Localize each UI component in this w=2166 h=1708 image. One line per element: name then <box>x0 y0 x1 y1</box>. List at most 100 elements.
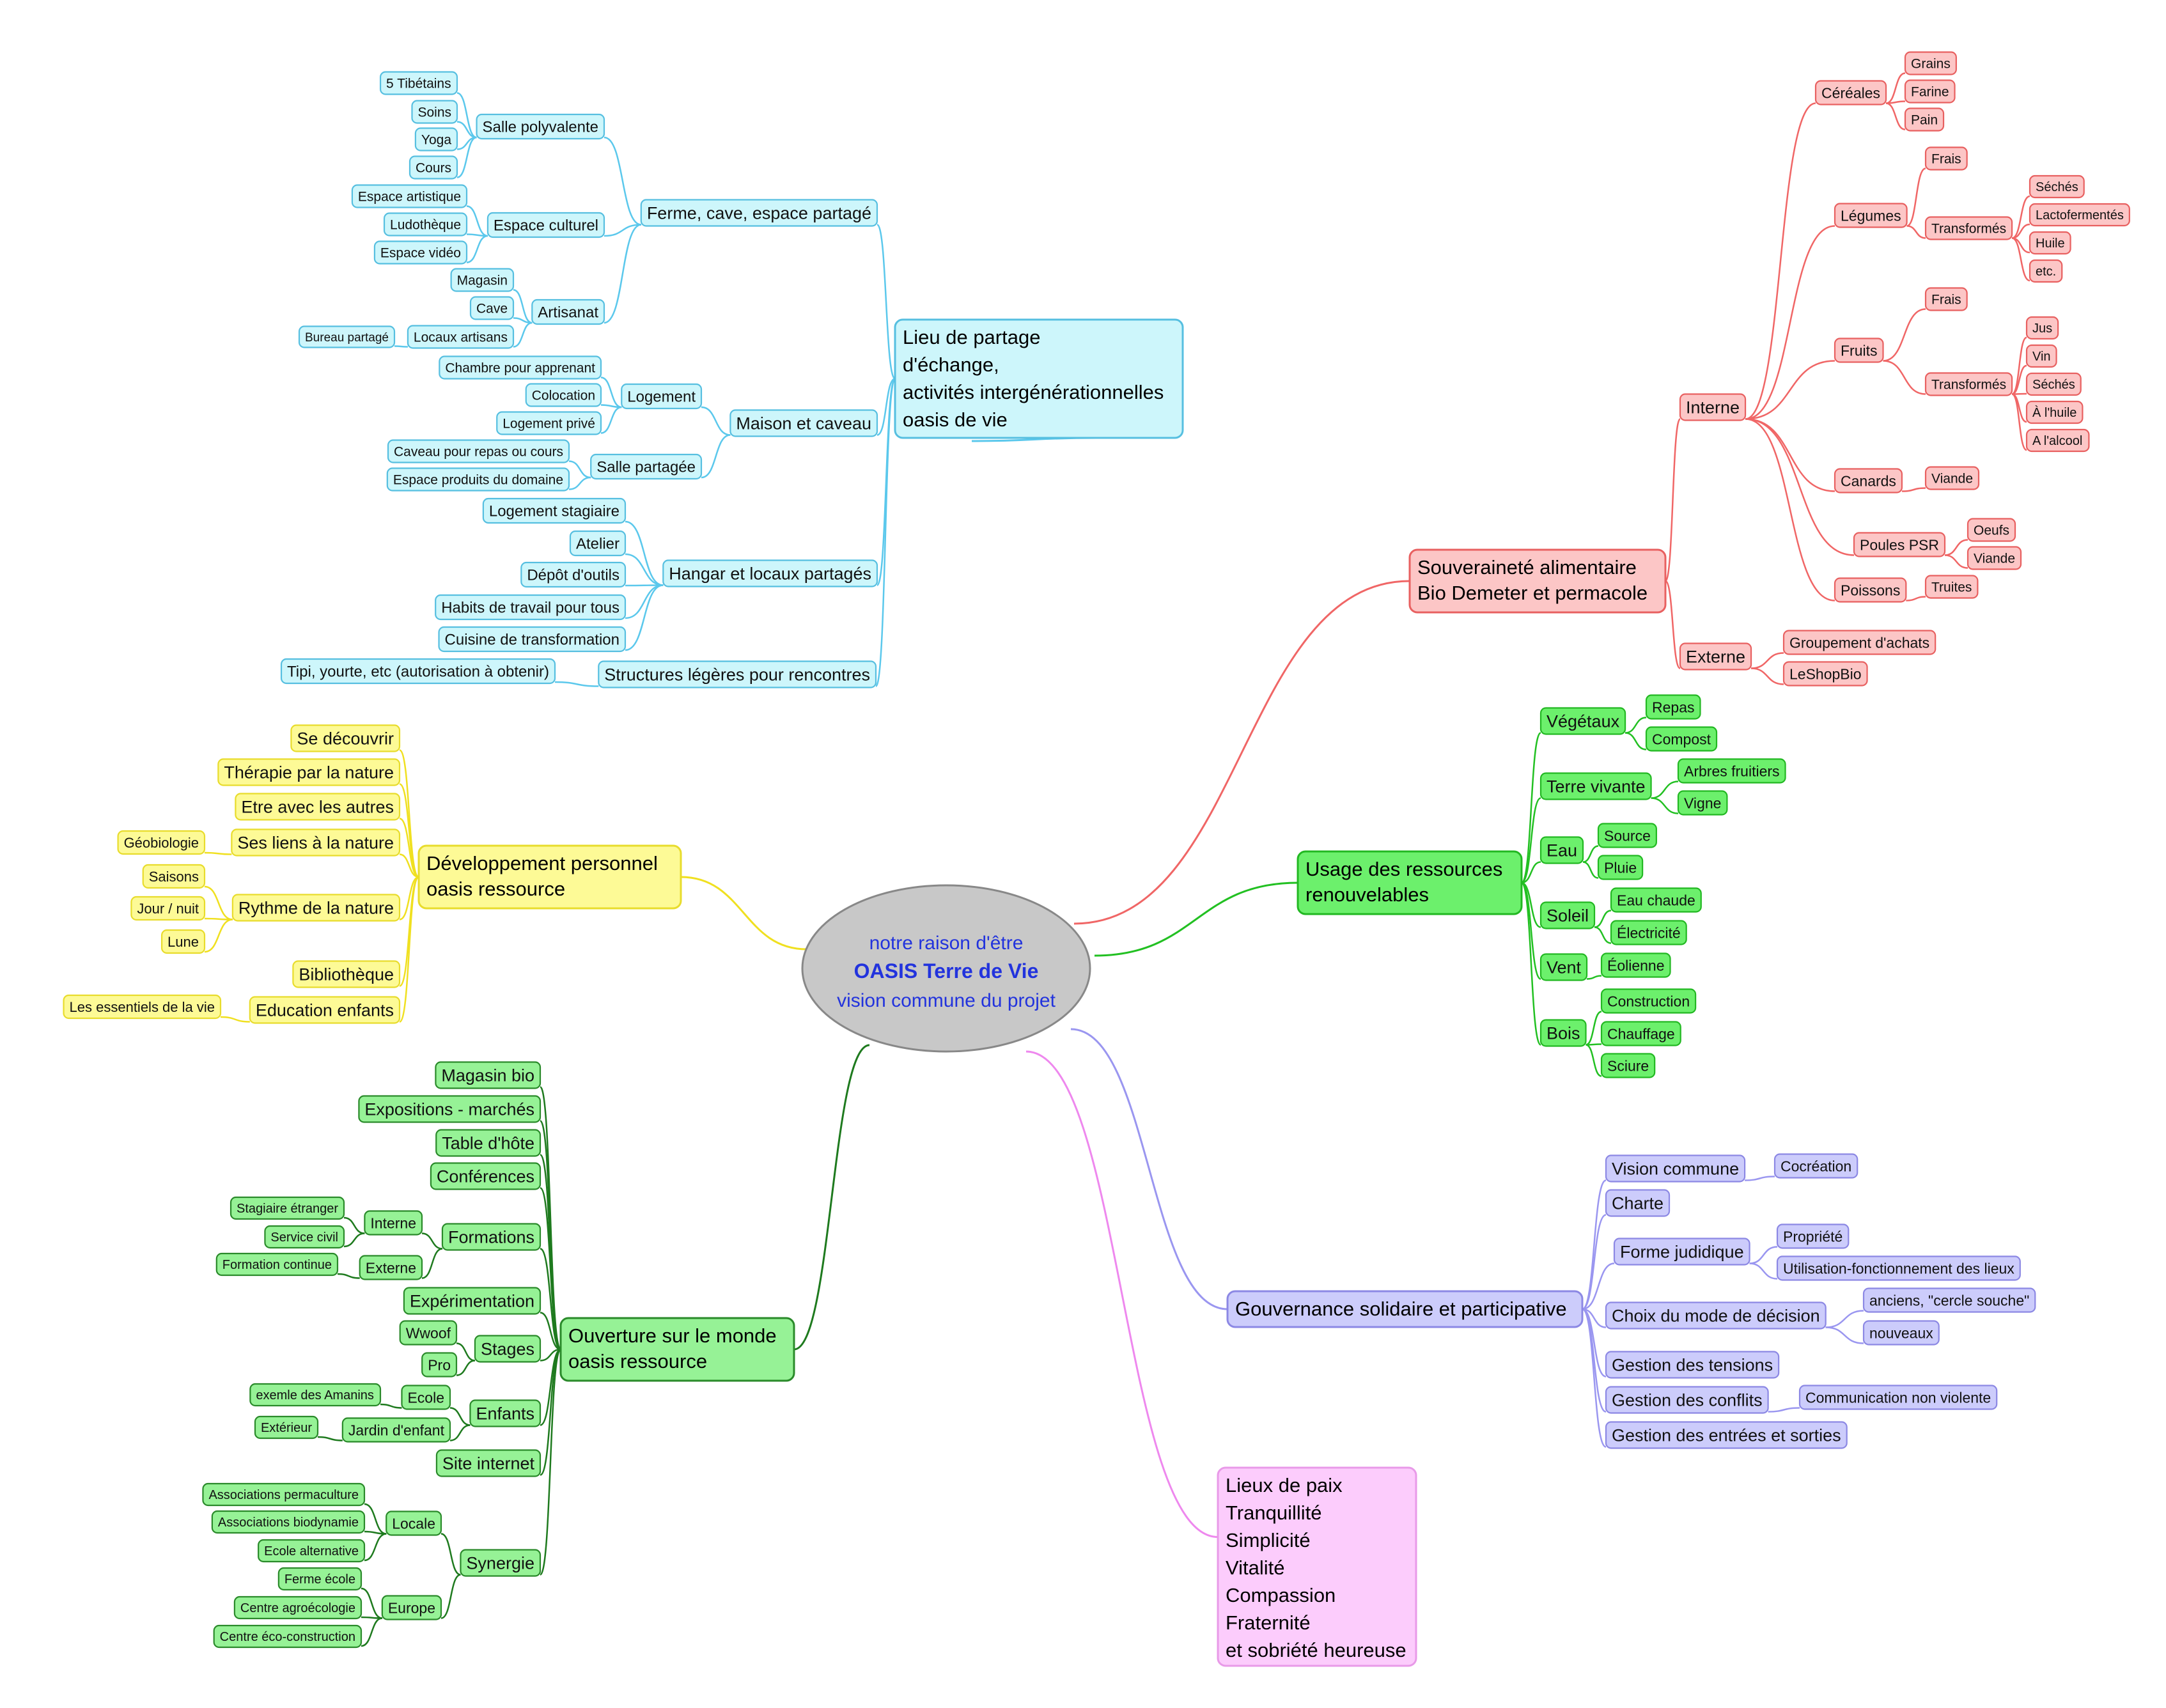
node-soleil[interactable]: Soleil <box>1539 901 1596 929</box>
node-rythme-de-la-nature[interactable]: Rythme de la nature <box>231 894 401 922</box>
node-compost[interactable]: Compost <box>1645 726 1718 752</box>
node-cave[interactable]: Cave <box>469 296 515 320</box>
node-vigne[interactable]: Vigne <box>1677 790 1728 816</box>
node-forme-judidique[interactable]: Forme judidique <box>1613 1238 1750 1266</box>
node-gestion-des-entrees-et-sorties[interactable]: Gestion des entrées et sorties <box>1605 1421 1848 1449</box>
node-pluie[interactable]: Pluie <box>1597 855 1644 880</box>
node-interne[interactable]: Interne <box>364 1210 423 1236</box>
node-saisons[interactable]: Saisons <box>142 864 206 889</box>
node-experimentation[interactable]: Expérimentation <box>403 1287 542 1315</box>
node-stagiaire-etranger[interactable]: Stagiaire étranger <box>230 1196 345 1220</box>
node-geobiologie[interactable]: Géobiologie <box>117 830 206 855</box>
node-pro[interactable]: Pro <box>421 1352 458 1378</box>
node-tipi-yourte-etc-autorisation-a-obtenir[interactable]: Tipi, yourte, etc (autorisation à obteni… <box>280 658 556 685</box>
node-nouveaux[interactable]: nouveaux <box>1862 1320 1940 1346</box>
node-se-decouvrir[interactable]: Se découvrir <box>290 724 401 752</box>
node-frais[interactable]: Frais <box>1924 146 1968 171</box>
node-groupement-d-achats[interactable]: Groupement d'achats <box>1782 630 1936 655</box>
node-huile[interactable]: Huile <box>2029 231 2071 255</box>
node-espace-produits-du-domaine[interactable]: Espace produits du domaine <box>386 467 570 492</box>
node-etre-avec-les-autres[interactable]: Etre avec les autres <box>235 793 401 821</box>
node-bois[interactable]: Bois <box>1539 1019 1587 1047</box>
node-propriete[interactable]: Propriété <box>1776 1223 1850 1249</box>
node-utilisation-fonctionnement-des-lieux[interactable]: Utilisation-fonctionnement des lieux <box>1776 1255 2021 1281</box>
node-5-tibetains[interactable]: 5 Tibétains <box>379 71 458 95</box>
node-chauffage[interactable]: Chauffage <box>1600 1021 1681 1046</box>
node-ecole[interactable]: Ecole <box>401 1385 451 1410</box>
node-artisanat[interactable]: Artisanat <box>531 299 605 325</box>
node-salle-partagee[interactable]: Salle partagée <box>590 453 703 480</box>
node-lune[interactable]: Lune <box>160 929 206 954</box>
node-centre-eco-construction[interactable]: Centre éco-construction <box>213 1624 362 1649</box>
node-seches[interactable]: Séchés <box>2029 175 2085 199</box>
node-construction[interactable]: Construction <box>1600 988 1697 1014</box>
node-truites[interactable]: Truites <box>1924 575 1979 599</box>
node-jardin-d-enfant[interactable]: Jardin d'enfant <box>341 1417 451 1443</box>
node-cereales[interactable]: Céréales <box>1814 80 1887 105</box>
node-table-d-hote[interactable]: Table d'hôte <box>435 1129 542 1157</box>
node-ludotheque[interactable]: Ludothèque <box>383 212 468 237</box>
topic-gouv[interactable]: Gouvernance solidaire et participative <box>1226 1290 1584 1328</box>
node-transformes[interactable]: Transformés <box>1924 216 2013 240</box>
node-stages[interactable]: Stages <box>474 1335 542 1363</box>
node-eau-chaude[interactable]: Eau chaude <box>1610 887 1702 913</box>
node-salle-polyvalente[interactable]: Salle polyvalente <box>476 113 605 140</box>
node-chambre-pour-apprenant[interactable]: Chambre pour apprenant <box>439 355 602 380</box>
node-locaux-artisans[interactable]: Locaux artisans <box>407 325 515 349</box>
node-ecole-alternative[interactable]: Ecole alternative <box>258 1539 366 1563</box>
node-logement[interactable]: Logement <box>621 383 703 410</box>
node-grains[interactable]: Grains <box>1904 51 1957 75</box>
node-logement-prive[interactable]: Logement privé <box>496 411 602 435</box>
node-choix-du-mode-de-decision[interactable]: Choix du mode de décision <box>1605 1301 1827 1330</box>
node-expositions-marches[interactable]: Expositions - marchés <box>358 1095 542 1123</box>
node-anciens-cercle-souche[interactable]: anciens, "cercle souche" <box>1862 1287 2036 1313</box>
node-centre-agroecologie[interactable]: Centre agroécologie <box>233 1595 362 1620</box>
node-service-civil[interactable]: Service civil <box>264 1225 345 1249</box>
node-eolienne[interactable]: Éolienne <box>1600 952 1671 978</box>
node-farine[interactable]: Farine <box>1904 79 1956 104</box>
node-interne[interactable]: Interne <box>1679 393 1747 421</box>
node-espace-culturel[interactable]: Espace culturel <box>487 212 605 238</box>
node-a-l-huile[interactable]: À l'huile <box>2025 400 2084 424</box>
node-seches[interactable]: Séchés <box>2025 372 2082 396</box>
node-lactofermentes[interactable]: Lactofermentés <box>2029 203 2130 227</box>
node-jour-nuit[interactable]: Jour / nuit <box>130 896 206 921</box>
node-les-essentiels-de-la-vie[interactable]: Les essentiels de la vie <box>63 994 222 1020</box>
node-soins[interactable]: Soins <box>411 100 458 124</box>
node-sciure[interactable]: Sciure <box>1600 1053 1656 1078</box>
node-terre-vivante[interactable]: Terre vivante <box>1539 772 1652 800</box>
node-cuisine-de-transformation[interactable]: Cuisine de transformation <box>438 626 627 653</box>
node-synergie[interactable]: Synergie <box>460 1549 542 1577</box>
node-eau[interactable]: Eau <box>1539 836 1584 864</box>
node-etc[interactable]: etc. <box>2029 259 2063 283</box>
node-source[interactable]: Source <box>1597 823 1657 848</box>
node-magasin[interactable]: Magasin <box>450 268 515 292</box>
node-colocation[interactable]: Colocation <box>525 383 602 407</box>
node-associations-permaculture[interactable]: Associations permaculture <box>202 1482 366 1507</box>
node-repas[interactable]: Repas <box>1645 694 1701 720</box>
node-site-internet[interactable]: Site internet <box>435 1449 542 1477</box>
node-jus[interactable]: Jus <box>2025 316 2059 340</box>
node-canards[interactable]: Canards <box>1834 468 1903 493</box>
node-formations[interactable]: Formations <box>441 1223 542 1251</box>
node-bibliotheque[interactable]: Bibliothèque <box>292 960 401 988</box>
node-habits-de-travail-pour-tous[interactable]: Habits de travail pour tous <box>435 594 627 621</box>
node-vegetaux[interactable]: Végétaux <box>1539 707 1626 735</box>
node-education-enfants[interactable]: Education enfants <box>249 996 401 1024</box>
node-charte[interactable]: Charte <box>1605 1189 1671 1217</box>
node-exterieur[interactable]: Extérieur <box>254 1415 319 1440</box>
node-conferences[interactable]: Conférences <box>430 1162 542 1190</box>
node-oeufs[interactable]: Oeufs <box>1967 518 2016 542</box>
node-formation-continue[interactable]: Formation continue <box>215 1252 339 1277</box>
topic-paix[interactable]: Lieux de paixTranquillitéSimplicitéVital… <box>1217 1466 1417 1667</box>
node-atelier[interactable]: Atelier <box>569 530 627 557</box>
node-caveau-pour-repas-ou-cours[interactable]: Caveau pour repas ou cours <box>387 439 570 463</box>
node-communication-non-violente[interactable]: Communication non violente <box>1798 1385 1998 1410</box>
node-therapie-par-la-nature[interactable]: Thérapie par la nature <box>217 758 401 786</box>
node-viande[interactable]: Viande <box>1967 546 2022 570</box>
node-fruits[interactable]: Fruits <box>1834 338 1884 363</box>
